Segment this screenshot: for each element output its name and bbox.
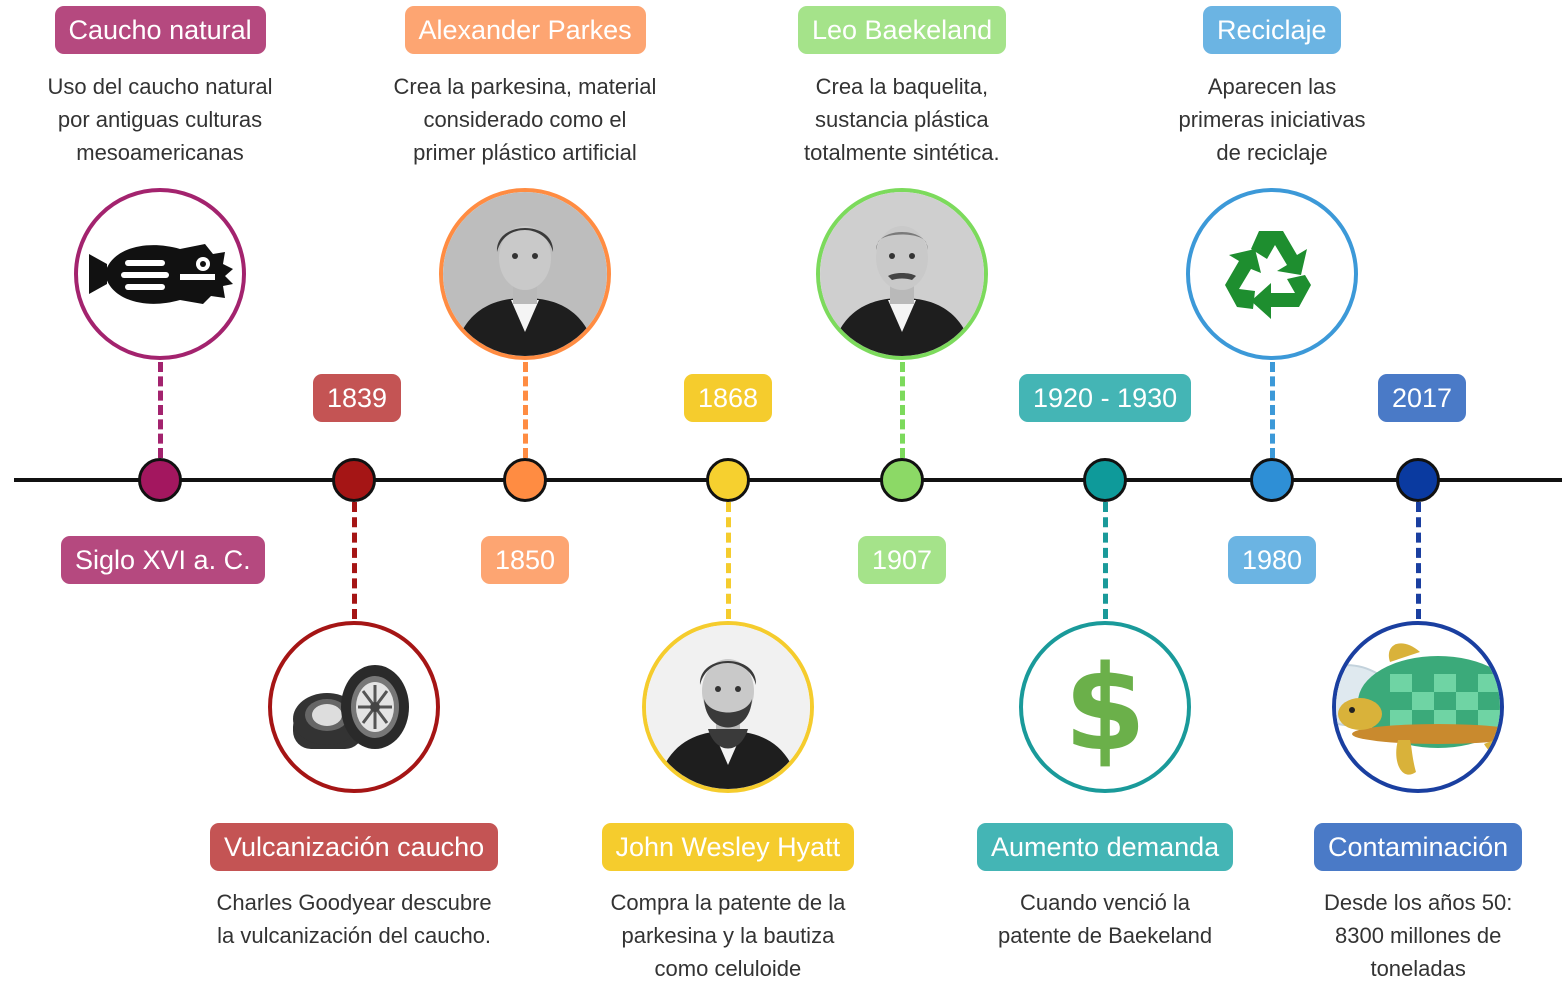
description-line: parkesina y la bautiza: [621, 923, 835, 948]
event-description-reciclaje: Aparecen las primeras iniciativas de recic…: [1179, 70, 1366, 169]
connector-hyatt: [725, 502, 731, 619]
portrait-leo-baekeland: [820, 192, 984, 356]
description-line: 8300 millones de: [1335, 923, 1502, 948]
connector-contaminacion: [1415, 502, 1421, 619]
event-date-hyatt: 1868: [684, 374, 773, 422]
event-title-baekeland: Leo Baekeland: [798, 6, 1007, 54]
connector-parkes: [522, 362, 528, 458]
tires-icon: [289, 657, 419, 757]
image-circle-contaminacion: [1332, 621, 1504, 793]
event-date-baekeland: 1907: [858, 536, 947, 584]
event-title-hyatt: John Wesley Hyatt: [601, 823, 855, 871]
turtle-plastic-icon: [1336, 625, 1500, 789]
description-line: primer plástico artificial: [413, 140, 637, 165]
timeline-axis: [14, 478, 1562, 482]
description-line: considerado como el: [423, 107, 627, 132]
event-description-vulcanizacion: Charles Goodyear descubre la vulcanizació…: [217, 886, 492, 952]
event-date-parkes: 1850: [481, 536, 570, 584]
event-description-hyatt: Compra la patente de la parkesina y la ba…: [611, 886, 846, 985]
event-title-demanda: Aumento demanda: [977, 823, 1234, 871]
event-description-demanda: Cuando venció la patente de Baekeland: [998, 886, 1212, 952]
event-date-vulcanizacion: 1839: [313, 374, 402, 422]
connector-demanda: [1102, 502, 1108, 619]
event-date-reciclaje: 1980: [1228, 536, 1317, 584]
timeline-dot-demanda: [1083, 458, 1127, 502]
image-circle-vulcanizacion: [268, 621, 440, 793]
event-date-caucho: Siglo XVI a. C.: [61, 536, 265, 584]
description-line: mesoamericanas: [76, 140, 244, 165]
image-circle-hyatt: [642, 621, 814, 793]
description-line: toneladas: [1370, 956, 1466, 981]
portrait-alexander-parkes: [443, 192, 607, 356]
connector-vulcanizacion: [351, 502, 357, 619]
timeline-dot-hyatt: [706, 458, 750, 502]
image-circle-parkes: [439, 188, 611, 360]
svg-text:$: $: [1064, 647, 1146, 767]
event-title-caucho: Caucho natural: [54, 6, 266, 54]
event-title-contaminacion: Contaminación: [1314, 823, 1523, 871]
timeline-dot-parkes: [503, 458, 547, 502]
description-line: Crea la baquelita,: [815, 74, 989, 99]
description-line: Cuando venció la: [1020, 890, 1191, 915]
event-description-parkes: Crea la parkesina, material considerado c…: [394, 70, 657, 169]
aztec-fish-icon: [85, 224, 235, 324]
image-circle-reciclaje: [1186, 188, 1358, 360]
dollar-sign-icon: $: [1055, 647, 1155, 767]
event-date-demanda: 1920 - 1930: [1019, 374, 1192, 422]
description-line: primeras iniciativas: [1178, 107, 1366, 132]
description-line: como celuloide: [654, 956, 802, 981]
event-title-reciclaje: Reciclaje: [1203, 6, 1341, 54]
description-line: Compra la patente de la: [610, 890, 846, 915]
description-line: Uso del caucho natural: [47, 74, 273, 99]
timeline-dot-baekeland: [880, 458, 924, 502]
event-description-contaminacion: Desde los años 50: 8300 millones de tonela…: [1324, 886, 1512, 985]
event-title-parkes: Alexander Parkes: [404, 6, 646, 54]
image-circle-baekeland: [816, 188, 988, 360]
timeline-dot-contaminacion: [1396, 458, 1440, 502]
timeline-dot-caucho: [138, 458, 182, 502]
description-line: totalmente sintética.: [804, 140, 1000, 165]
event-description-caucho: Uso del caucho natural por antiguas cultu…: [48, 70, 273, 169]
timeline-dot-reciclaje: [1250, 458, 1294, 502]
description-line: patente de Baekeland: [998, 923, 1213, 948]
description-line: sustancia plástica: [815, 107, 989, 132]
portrait-john-wesley-hyatt: [646, 625, 810, 789]
description-line: por antiguas culturas: [57, 107, 263, 132]
description-line: Aparecen las: [1207, 74, 1337, 99]
connector-caucho: [157, 362, 163, 458]
description-line: la vulcanización del caucho.: [217, 923, 492, 948]
event-description-baekeland: Crea la baquelita, sustancia plástica tota…: [804, 70, 1000, 169]
description-line: Crea la parkesina, material: [393, 74, 657, 99]
timeline-dot-vulcanizacion: [332, 458, 376, 502]
event-title-vulcanizacion: Vulcanización caucho: [210, 823, 499, 871]
event-date-contaminacion: 2017: [1378, 374, 1467, 422]
image-circle-caucho: [74, 188, 246, 360]
recycle-icon: [1217, 219, 1327, 329]
connector-baekeland: [899, 362, 905, 458]
connector-reciclaje: [1269, 362, 1275, 458]
description-line: Desde los años 50:: [1324, 890, 1513, 915]
image-circle-demanda: $: [1019, 621, 1191, 793]
description-line: Charles Goodyear descubre: [216, 890, 492, 915]
description-line: de reciclaje: [1216, 140, 1328, 165]
